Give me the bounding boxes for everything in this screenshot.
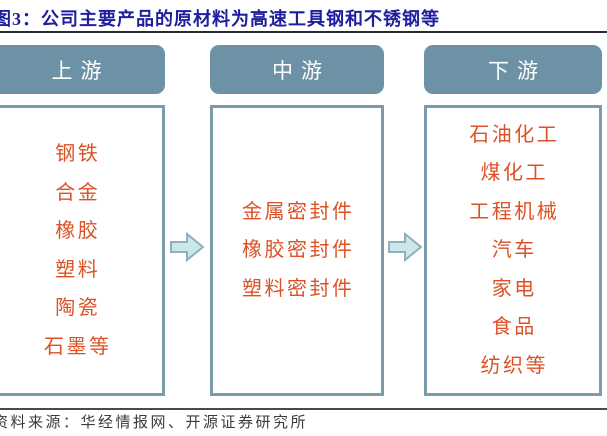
downstream-item: 食品 (491, 316, 537, 339)
downstream-box: 石油化工 煤化工 工程机械 汽车 家电 食品 纺织等 (424, 105, 602, 396)
flow-arrow-icon (388, 231, 423, 263)
figure-title: 图3：公司主要产品的原材料为高速工具钢和不锈钢等 (0, 9, 440, 29)
column-header-midstream: 中游 (210, 45, 384, 94)
source-note: 资料来源：华经情报网、开源证券研究所 (0, 415, 309, 431)
column-header-upstream: 上游 (0, 45, 165, 94)
upstream-item: 橡胶 (55, 220, 101, 242)
downstream-item: 石油化工 (469, 123, 560, 146)
midstream-item: 金属密封件 (242, 200, 355, 223)
upstream-item: 合金 (55, 181, 101, 204)
title-divider (0, 31, 607, 33)
column-header-downstream: 下游 (424, 45, 602, 94)
midstream-box: 金属密封件 橡胶密封件 塑料密封件 (210, 105, 384, 396)
downstream-item: 家电 (491, 277, 537, 300)
downstream-item: 汽车 (491, 239, 537, 262)
upstream-item: 塑料 (55, 258, 101, 281)
midstream-item: 塑料密封件 (242, 277, 355, 300)
downstream-item: 纺织等 (480, 354, 548, 377)
footer-divider (0, 408, 607, 410)
upstream-item: 石墨等 (44, 335, 112, 358)
downstream-item: 工程机械 (469, 200, 560, 223)
midstream-item: 橡胶密封件 (242, 239, 355, 262)
downstream-item: 煤化工 (480, 162, 548, 185)
upstream-box: 钢铁 合金 橡胶 塑料 陶瓷 石墨等 (0, 105, 165, 396)
upstream-item: 钢铁 (55, 143, 101, 165)
flow-arrow-icon (170, 231, 205, 263)
upstream-item: 陶瓷 (55, 297, 101, 319)
